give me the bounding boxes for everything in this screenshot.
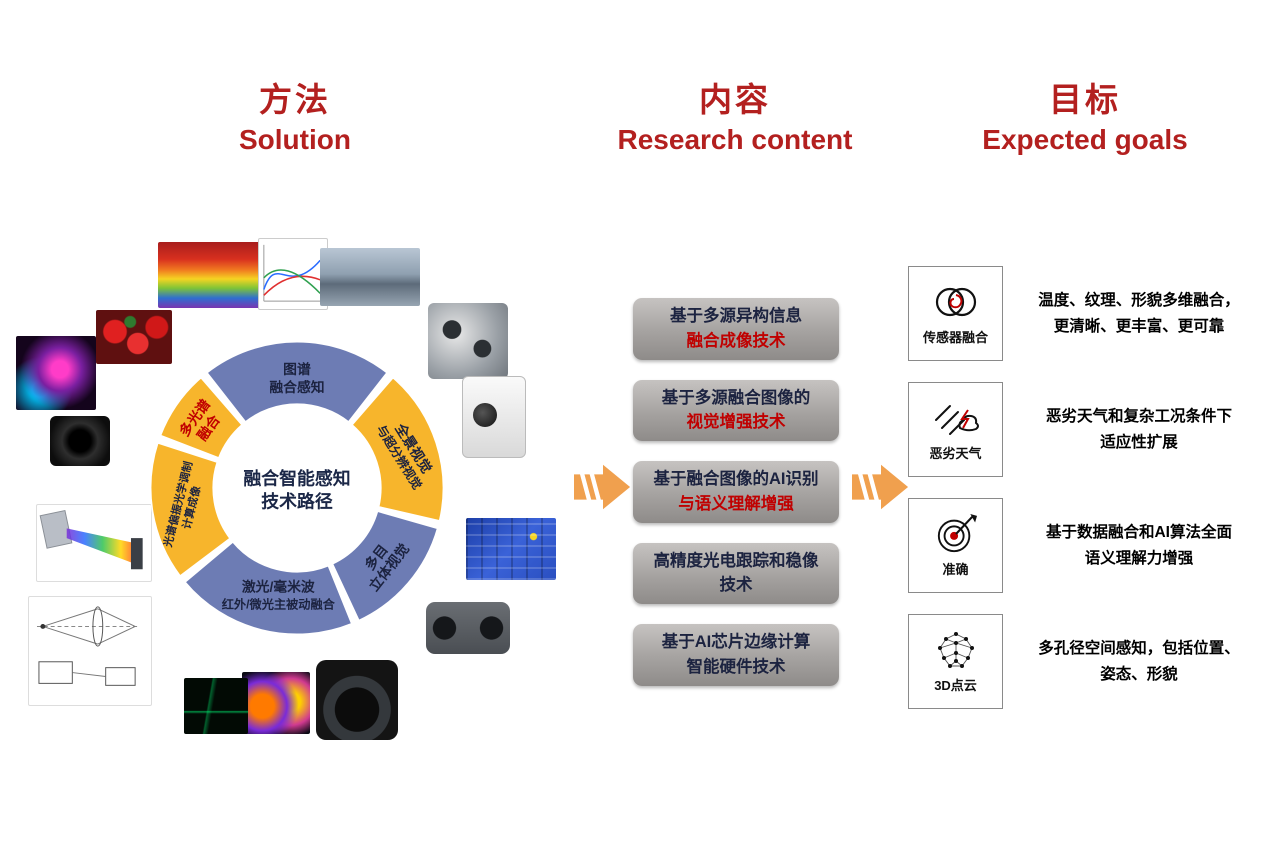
goal-row-accuracy: 准确 基于数据融合和AI算法全面 语义理解力增强 xyxy=(908,498,1268,593)
research-item-edge-computing-hardware: 基于AI芯片边缘计算 智能硬件技术 xyxy=(633,624,839,686)
goal-label: 3D点云 xyxy=(934,678,977,693)
goal-desc-line1: 温度、纹理、形貌多维融合， xyxy=(1038,291,1240,309)
research-item-line2: 技术 xyxy=(719,576,753,595)
research-item-line1: 基于AI芯片边缘计算 xyxy=(661,633,811,651)
depth-blocks-image xyxy=(466,518,556,580)
ring-segment-laser-mmwave-fusion xyxy=(183,540,353,636)
multi-lens-camera-image xyxy=(428,303,508,379)
thermal-cube-image xyxy=(158,242,270,308)
ring-segment-panoramic-superres xyxy=(350,376,445,522)
header-content-en: Research content xyxy=(617,123,853,155)
thermal-people-image xyxy=(242,672,310,734)
research-item-visual-enhancement: 基于多源融合图像的 视觉增强技术 xyxy=(633,379,839,441)
flow-arrow-content-to-goals xyxy=(852,464,909,510)
ship-wireframe-image xyxy=(184,678,248,734)
header-goals: 目标 Expected goals xyxy=(935,80,1235,156)
research-item-line2: 与语义理解增强 xyxy=(678,494,794,513)
header-content-zh: 内容 xyxy=(699,81,771,118)
goal-desc-point-cloud: 多孔径空间感知，包括位置、 姿态、形貌 xyxy=(1019,636,1259,687)
solution-section: 图谱 融合感知 全景视觉 与超分辨视觉 多目 立体视觉 激光/毫米波 红外/微光… xyxy=(10,235,585,755)
ptz-camera-image xyxy=(462,376,526,458)
goal-label: 传感器融合 xyxy=(922,330,988,345)
goal-box-accuracy: 准确 xyxy=(908,498,1003,593)
lens-module-image xyxy=(50,416,110,466)
goal-desc-sensor-fusion: 温度、纹理、形貌多维融合， 更清晰、更丰富、更可靠 xyxy=(1019,288,1259,339)
optical-path-graphic xyxy=(36,606,140,686)
research-item-line2: 智能硬件技术 xyxy=(686,657,786,676)
ring-label-map-fusion-line2: 融合感知 xyxy=(269,379,324,395)
ring-segment-multispectral-fusion xyxy=(159,376,244,460)
goal-row-point-cloud: 3D点云 多孔径空间感知，包括位置、 姿态、形貌 xyxy=(908,614,1268,709)
goal-box-bad-weather: 恶劣天气 xyxy=(908,382,1003,477)
goal-desc-accuracy: 基于数据融合和AI算法全面 语义理解力增强 xyxy=(1019,520,1259,571)
gimbal-camera-image xyxy=(316,660,398,740)
goal-desc-line1: 基于数据融合和AI算法全面 xyxy=(1045,523,1232,541)
pipeline-photo-image xyxy=(320,248,420,306)
research-item-line2: 视觉增强技术 xyxy=(686,413,786,432)
spectral-curves-graphic xyxy=(263,244,322,302)
thermal-scene-image xyxy=(16,336,96,410)
research-item-line1: 基于多源融合图像的 xyxy=(661,388,811,407)
research-item-line1: 基于多源异构信息 xyxy=(670,307,802,325)
research-item-line1: 高精度光电跟踪和稳像 xyxy=(653,551,819,570)
ring-label-map-fusion-line1: 图谱 xyxy=(283,361,311,377)
ring-label-laser-line1: 激光/毫米波 xyxy=(242,578,315,594)
goal-row-sensor-fusion: 传感器融合 温度、纹理、形貌多维融合， 更清晰、更丰富、更可靠 xyxy=(908,266,1268,361)
ring-center-line2: 技术路径 xyxy=(261,491,333,512)
header-goals-zh: 目标 xyxy=(1049,81,1121,118)
goal-desc-line1: 恶劣天气和复杂工况条件下 xyxy=(1045,407,1232,425)
ring-label-laser-line2: 红外/微光主被动融合 xyxy=(222,596,336,611)
ring-center-line1: 融合智能感知 xyxy=(243,468,350,489)
stereo-camera-image xyxy=(426,602,510,654)
research-item-tracking-stabilization: 高精度光电跟踪和稳像 技术 xyxy=(633,542,839,604)
goal-label: 准确 xyxy=(942,562,969,577)
header-solution-en: Solution xyxy=(239,123,351,155)
spectral-curves-image xyxy=(258,238,328,310)
spectrometer-diagram-image xyxy=(36,504,152,582)
goal-row-bad-weather: 恶劣天气 恶劣天气和复杂工况条件下 适应性扩展 xyxy=(908,382,1268,477)
goal-desc-line2: 更清晰、更丰富、更可靠 xyxy=(1053,317,1225,335)
goal-label: 恶劣天气 xyxy=(929,446,982,461)
research-item-ai-recognition: 基于融合图像的AI识别 与语义理解增强 xyxy=(633,461,839,523)
sensor-fusion-icon xyxy=(935,287,976,317)
goal-box-sensor-fusion: 传感器融合 xyxy=(908,266,1003,361)
optical-path-diagram-image xyxy=(28,596,152,706)
goal-box-point-cloud: 3D点云 xyxy=(908,614,1003,709)
header-goals-en: Expected goals xyxy=(982,123,1188,155)
solution-ring: 图谱 融合感知 全景视觉 与超分辨视觉 多目 立体视觉 激光/毫米波 红外/微光… xyxy=(149,340,445,636)
goal-desc-bad-weather: 恶劣天气和复杂工况条件下 适应性扩展 xyxy=(1019,404,1259,455)
research-item-fusion-imaging: 基于多源异构信息 融合成像技术 xyxy=(633,298,839,360)
goal-desc-line2: 适应性扩展 xyxy=(1100,433,1178,451)
goal-desc-line2: 姿态、形貌 xyxy=(1100,665,1178,683)
goal-desc-line1: 多孔径空间感知，包括位置、 xyxy=(1038,639,1240,657)
research-item-line2: 融合成像技术 xyxy=(686,331,786,350)
goals-section: 传感器融合 温度、纹理、形貌多维融合， 更清晰、更丰富、更可靠 恶劣 xyxy=(908,266,1268,709)
goal-desc-line2: 语义理解力增强 xyxy=(1084,549,1194,567)
header-content: 内容 Research content xyxy=(585,80,885,156)
ring-segment-spectral-polarization-imaging xyxy=(149,441,232,578)
ring-segment-map-fusion-perception xyxy=(205,340,389,424)
accuracy-target-icon xyxy=(937,513,977,553)
spectrometer-graphic xyxy=(39,509,143,570)
header-solution-zh: 方法 xyxy=(259,81,331,118)
ring-segment-multi-view-stereo xyxy=(331,510,439,622)
point-cloud-3d-icon xyxy=(937,632,974,668)
research-item-line1: 基于融合图像的AI识别 xyxy=(653,470,819,488)
header-solution: 方法 Solution xyxy=(145,80,445,156)
bad-weather-icon xyxy=(934,405,979,435)
flow-arrow-solution-to-content xyxy=(574,464,631,510)
research-content-section: 基于多源异构信息 融合成像技术 基于多源融合图像的 视觉增强技术 基于融合图像的… xyxy=(633,298,843,706)
strawberries-photo-image xyxy=(96,310,172,364)
